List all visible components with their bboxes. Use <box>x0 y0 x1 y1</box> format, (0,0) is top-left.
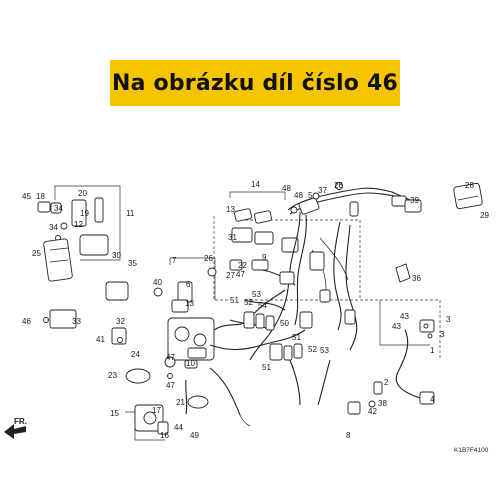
callout-8: 8 <box>346 431 351 440</box>
front-direction-label: FR. <box>14 417 27 426</box>
callout-51b: 51 <box>292 333 301 342</box>
callout-33: 33 <box>72 317 81 326</box>
callout-53a: 53 <box>252 290 261 299</box>
callout-26b: 26 <box>204 254 213 263</box>
callout-12: 12 <box>74 220 83 229</box>
callout-47b: 47 <box>166 381 175 390</box>
callout-47c: 47 <box>236 270 245 279</box>
callout-48a: 48 <box>282 184 291 193</box>
callout-26a: 26 <box>334 181 343 190</box>
callout-54: 54 <box>258 301 267 310</box>
callout-48b: 48 <box>294 191 303 200</box>
part-callouts: 45 18 20 19 34 34 12 11 35 25 30 46 33 3… <box>14 180 489 454</box>
callout-51a: 51 <box>230 296 239 305</box>
callout-2: 2 <box>384 378 389 387</box>
callout-30: 30 <box>112 251 121 260</box>
callout-23: 23 <box>108 371 117 380</box>
callout-38: 38 <box>378 399 387 408</box>
callout-6: 6 <box>186 280 191 289</box>
callout-3a: 3 <box>446 315 451 324</box>
callout-17: 17 <box>152 406 161 415</box>
callout-42: 42 <box>368 407 377 416</box>
callout-16: 16 <box>160 431 169 440</box>
callout-41: 41 <box>96 335 105 344</box>
callout-14: 14 <box>251 180 260 189</box>
callout-36: 36 <box>412 274 421 283</box>
callout-10: 10 <box>186 359 195 368</box>
front-direction-arrow <box>4 424 26 439</box>
callout-11: 11 <box>126 209 135 218</box>
part-number-banner: Na obrázku díl číslo 46 <box>110 60 400 106</box>
callout-4: 4 <box>430 395 435 404</box>
callout-52: 52 <box>244 298 253 307</box>
diagram-code: K1B7F4100 <box>454 447 489 454</box>
callout-51c: 51 <box>262 363 271 372</box>
callout-44: 44 <box>174 423 183 432</box>
callout-15: 15 <box>110 409 119 418</box>
callout-1: 1 <box>430 346 435 355</box>
callout-18: 18 <box>36 192 45 201</box>
callout-40: 40 <box>153 278 162 287</box>
callout-5: 5 <box>308 191 313 200</box>
callout-43b: 43 <box>392 322 401 331</box>
banner-text: Na obrázku díl číslo 46 <box>112 70 398 96</box>
callout-28: 28 <box>465 181 474 190</box>
callout-29: 29 <box>480 211 489 220</box>
callout-50: 50 <box>280 319 289 328</box>
callout-37: 37 <box>318 186 327 195</box>
callout-25: 25 <box>32 249 41 258</box>
callout-13: 13 <box>185 299 194 308</box>
callout-31: 31 <box>228 233 237 242</box>
callout-27: 27 <box>226 271 235 280</box>
callout-20: 20 <box>78 189 87 198</box>
callout-34b: 34 <box>49 223 58 232</box>
parts-drawing <box>4 182 483 441</box>
callout-19: 19 <box>80 209 89 218</box>
callout-3b: 3 <box>440 330 445 339</box>
callout-45: 45 <box>22 192 31 201</box>
callout-35: 35 <box>128 259 137 268</box>
callout-13b: 13 <box>226 205 235 214</box>
callout-21: 21 <box>176 398 185 407</box>
callout-43a: 43 <box>400 312 409 321</box>
callout-39: 39 <box>410 196 419 205</box>
callout-49: 49 <box>190 431 199 440</box>
callout-52b: 52 <box>308 345 317 354</box>
callout-46: 46 <box>22 317 31 326</box>
callout-47a: 47 <box>166 353 175 362</box>
callout-24: 24 <box>131 350 140 359</box>
callout-9: 9 <box>262 253 267 262</box>
callout-22: 22 <box>238 261 247 270</box>
callout-7: 7 <box>172 256 177 265</box>
callout-32: 32 <box>116 317 125 326</box>
callout-53b: 53 <box>320 346 329 355</box>
callout-34: 34 <box>54 204 63 213</box>
